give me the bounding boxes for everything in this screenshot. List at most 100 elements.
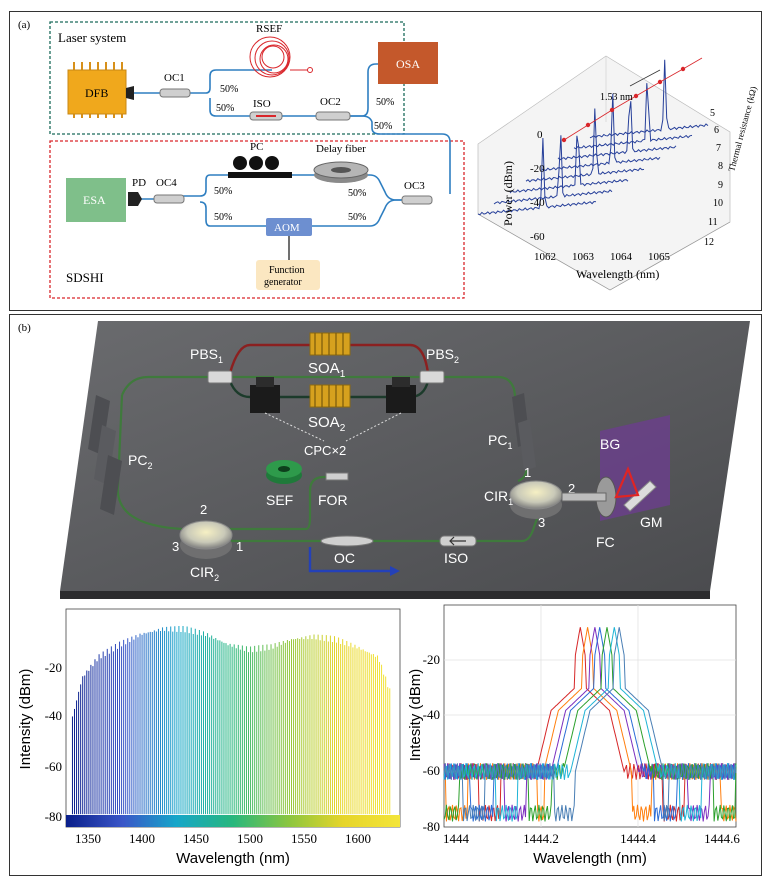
lasing-peak-series — [443, 627, 737, 822]
sef-label: SEF — [266, 492, 293, 508]
spectrum-z-tick-1: -20 — [530, 163, 545, 175]
chart-left-y-label: Intensity (dBm) — [17, 669, 34, 770]
chart-left-x-tick: 1550 — [291, 831, 317, 846]
aom-box — [266, 218, 312, 236]
pbs2-cube — [419, 370, 445, 384]
soa2-chip — [309, 384, 351, 408]
svg-text:12: 12 — [704, 237, 714, 248]
dfb-label: DFB — [85, 86, 108, 100]
oc3-coupler — [401, 195, 433, 205]
cir1-port1: 1 — [524, 465, 531, 480]
oc3-split-top: 50% — [348, 188, 366, 199]
spectrum-x-tick-2: 1064 — [610, 251, 633, 263]
oc-coupler-3d — [320, 535, 374, 547]
sdshi-box — [49, 140, 465, 299]
chart-left-y-tick: -20 — [45, 660, 62, 675]
panel-b-svg: (b) PBS1 PBS2 — [17, 321, 750, 867]
pc-label: PC — [250, 141, 263, 153]
function-generator-line1: Function — [269, 265, 305, 276]
lasing-peak-series — [443, 627, 737, 822]
chart-left-y-ticks: -20 -40 -60 -80 — [45, 660, 62, 824]
chart-left-y-tick: -60 — [45, 759, 62, 774]
svg-text:6: 6 — [714, 125, 719, 136]
spectrum-x-tick-3: 1065 — [648, 251, 671, 263]
waterfall-trace — [477, 137, 597, 216]
function-generator-box — [256, 260, 320, 290]
oc2-split-top: 50% — [376, 97, 394, 108]
cpc-mount-right — [386, 377, 416, 413]
oc2-coupler — [315, 111, 351, 121]
spectrum-z-label: Power (dBm) — [501, 161, 515, 226]
chart-right-x-tick: 1444.4 — [620, 831, 656, 846]
laser-system-title: Laser system — [58, 30, 126, 45]
aom-label: AOM — [274, 222, 300, 234]
esa-box — [66, 178, 126, 222]
svg-text:9: 9 — [718, 180, 723, 191]
soa1-fiber — [228, 343, 430, 374]
oc4-label: OC4 — [156, 177, 177, 189]
chart-right-x-tick: 1444.6 — [704, 831, 740, 846]
waterfall-traces — [477, 59, 709, 216]
iso-label-b: ISO — [444, 550, 468, 566]
oc4-coupler — [153, 194, 185, 204]
chart-right: -20 -40 -60 -80 1444 1444.2 1444.4 1444.… — [407, 604, 740, 867]
cir1-label: CIR1 — [484, 488, 513, 507]
oc2-split-bottom: 50% — [374, 121, 392, 132]
panel-a: (a) Laser system SDSHI — [9, 11, 762, 311]
panel-a-svg: (a) Laser system SDSHI — [18, 19, 759, 299]
oc3-split-bottom: 50% — [348, 212, 366, 223]
spectrum-y-ticks: 5 6 7 8 9 10 11 12 — [704, 108, 723, 248]
chart-right-y-tick: -60 — [423, 763, 440, 778]
rsef-coil — [249, 36, 313, 78]
cir1-circulator — [509, 480, 563, 519]
chart-left-x-tick: 1500 — [237, 831, 263, 846]
chart-right-x-label: Wavelength (nm) — [533, 850, 647, 867]
pd-detector — [128, 192, 142, 206]
chart-left-color-band — [66, 815, 400, 827]
spectrum-x-tick-0: 1062 — [534, 251, 556, 263]
pc1-label: PC1 — [488, 432, 512, 451]
iso-label: ISO — [253, 98, 271, 110]
chart-right-lines — [443, 627, 737, 822]
chart-left-x-ticks: 1350 1400 1450 1500 1550 1600 — [75, 831, 371, 846]
pc1-paddles — [512, 393, 536, 471]
waterfall-spectrum: 1.53 nm Power (dBm) 0 -20 -40 -60 1062 1… — [477, 55, 759, 291]
sdshi-title: SDSHI — [66, 270, 104, 285]
chart-left-x-label: Wavelength (nm) — [176, 850, 290, 867]
waterfall-trace — [557, 101, 677, 161]
pbs1-cube — [207, 370, 233, 384]
esa-label: ESA — [83, 193, 106, 207]
soa1-label: SOA1 — [308, 360, 346, 380]
oc3-label: OC3 — [404, 180, 425, 192]
chart-left-x-tick: 1350 — [75, 831, 101, 846]
chart-right-x-tick: 1444 — [443, 831, 470, 846]
pbs1-label: PBS1 — [190, 346, 223, 365]
chart-right-y-ticks: -20 -40 -60 -80 — [423, 652, 440, 834]
chart-left: -20 -40 -60 -80 1350 1400 1450 1500 1550… — [17, 608, 401, 867]
waterfall-trace — [541, 93, 661, 172]
soa2-label: SOA2 — [308, 414, 346, 434]
rsef-label: RSEF — [256, 23, 282, 35]
spectrum-x-label: Wavelength (nm) — [576, 267, 659, 281]
spectrum-z-tick-0: 0 — [537, 129, 543, 141]
cir2-circulator — [179, 520, 233, 559]
osa-label: OSA — [396, 57, 420, 71]
fc-label: FC — [596, 534, 615, 550]
chart-left-lines — [71, 625, 391, 815]
oc4-split-bottom: 50% — [214, 212, 232, 223]
dfb-laser: DFB — [67, 62, 134, 118]
cir2-port2: 2 — [200, 502, 207, 517]
delay-fiber-label: Delay fiber — [316, 143, 366, 155]
bg-label: BG — [600, 436, 620, 452]
iso-isolator-3d — [439, 535, 477, 547]
gm-mirror — [614, 466, 657, 512]
lasing-peak-series — [443, 627, 737, 822]
cir2-port1: 1 — [236, 539, 243, 554]
svg-text:11: 11 — [708, 217, 718, 228]
function-generator-line2: generator — [264, 277, 302, 288]
oc1-split-top: 50% — [220, 84, 238, 95]
oc2-label: OC2 — [320, 96, 341, 108]
spectrum-x-tick-1: 1063 — [572, 251, 595, 263]
chart-right-x-ticks: 1444 1444.2 1444.4 1444.6 — [443, 831, 740, 846]
chart-right-y-tick: -80 — [423, 819, 440, 834]
